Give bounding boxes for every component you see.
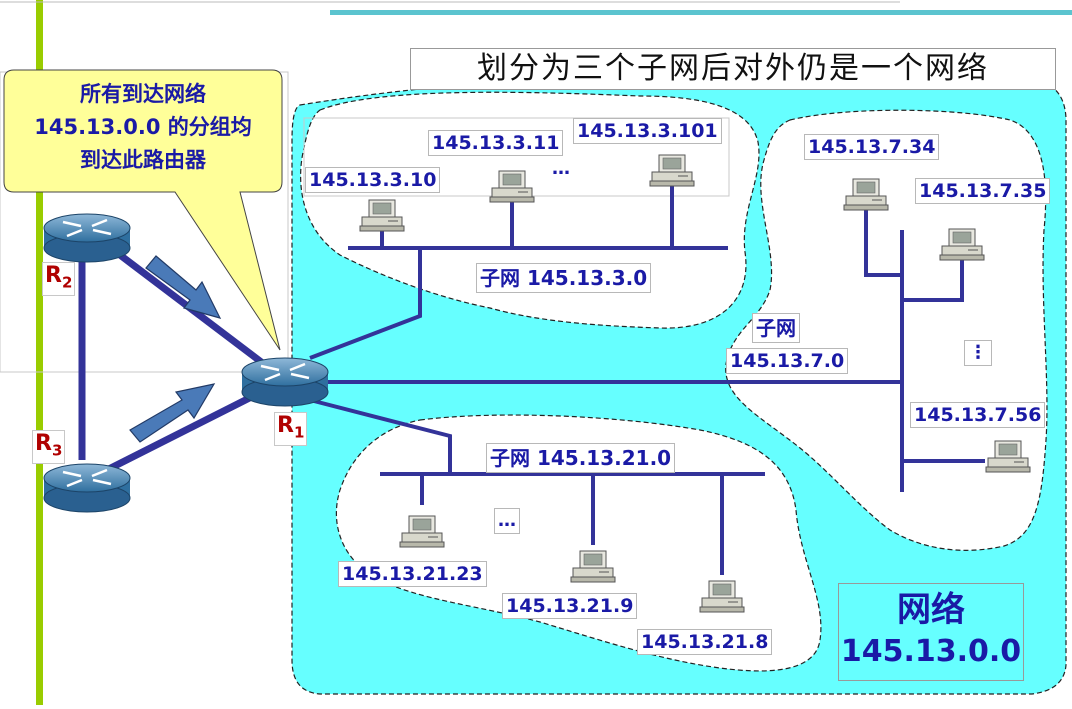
subnet21-ellipsis: … (494, 508, 520, 534)
host-label: 145.13.7.34 (804, 134, 940, 160)
subnet-links (309, 186, 985, 575)
router-r1-icon (240, 356, 330, 408)
router-r3-label: R3 (32, 430, 66, 465)
host-label: 145.13.21.9 (502, 593, 638, 619)
host-label: 145.13.7.56 (910, 402, 1046, 428)
subnet7-ellipsis: ⋮ (964, 340, 992, 366)
subnet3-label: 子网 145.13.3.0 (476, 263, 652, 293)
callout-text: 所有到达网络 145.13.0.0 的分组均 到达此路由器 (18, 78, 268, 177)
network-address: 145.13.0.0 (840, 634, 1022, 669)
callout-line: 所有到达网络 (80, 82, 206, 106)
subnet-145-13-7-cloud (725, 109, 1048, 551)
host-label: 145.13.21.8 (637, 629, 773, 655)
left-green-bar (36, 0, 43, 705)
host-label: 145.13.7.35 (915, 178, 1051, 204)
diagram-title: 划分为三个子网后对外仍是一个网络 (410, 48, 1056, 90)
subnet3-ellipsis: … (552, 158, 570, 179)
host-label: 145.13.3.10 (305, 167, 441, 193)
subnet7-label-line2: 145.13.7.0 (726, 348, 849, 374)
callout-line: 到达此路由器 (80, 148, 206, 172)
network-label: 网络 (897, 590, 965, 630)
host-label: 145.13.3.101 (573, 118, 722, 144)
host-label: 145.13.21.23 (338, 561, 487, 587)
callout-bubble (3, 69, 283, 351)
subnet7-label-line1: 子网 (752, 313, 800, 343)
router-r3-icon (42, 462, 132, 514)
router-r1-label: R1 (274, 412, 308, 447)
callout-line: 145.13.0.0 的分组均 (34, 115, 252, 139)
host-label: 145.13.3.11 (428, 130, 564, 156)
network-label-box: 网络 145.13.0.0 (838, 583, 1024, 681)
router-r2-icon (42, 212, 132, 264)
router-r2-label: R2 (42, 262, 76, 297)
packet-arrows (129, 255, 222, 443)
subnet21-label: 子网 145.13.21.0 (486, 443, 676, 473)
top-cyan-rule (330, 10, 1072, 15)
